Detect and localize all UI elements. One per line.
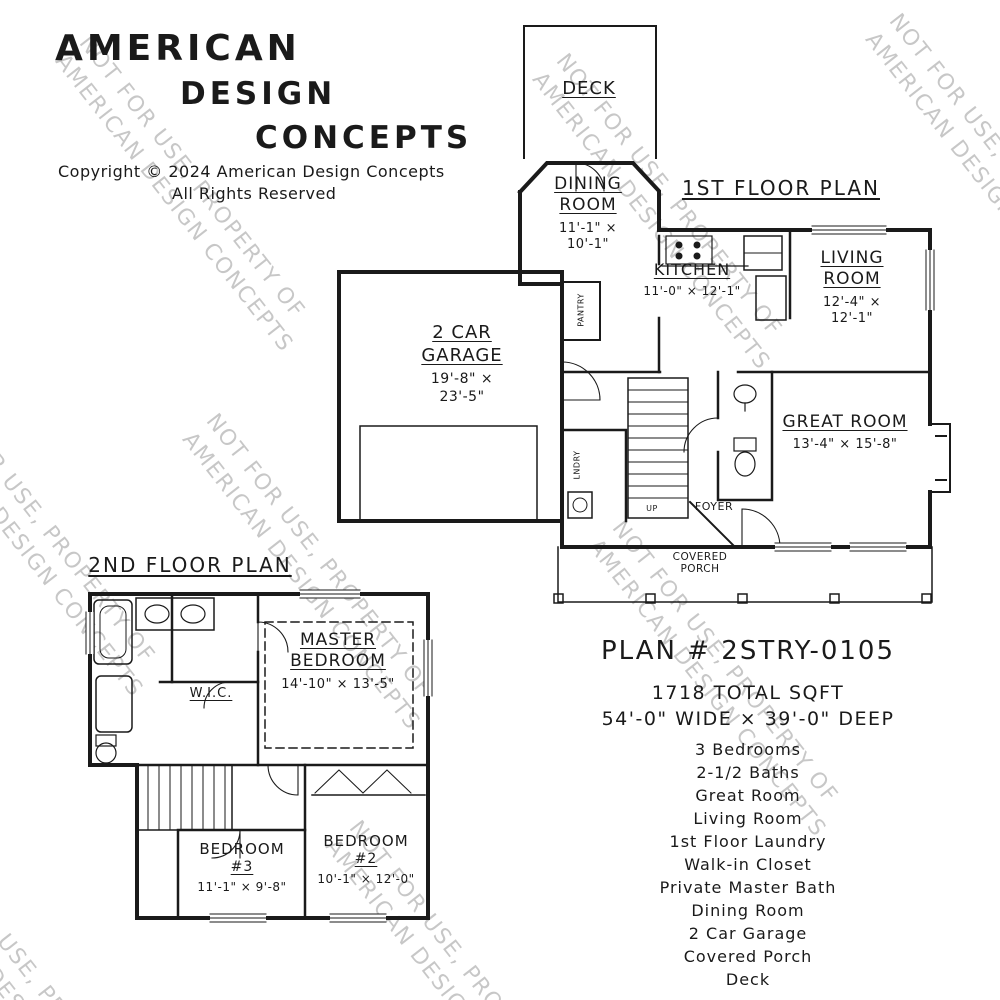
room-label-deck: DECK — [562, 78, 616, 99]
room-label-master: MASTER BEDROOM 14'-10" × 13'-5" — [281, 630, 395, 692]
feature-item: Living Room — [693, 809, 803, 828]
room-label-foyer: FOYER — [694, 500, 734, 513]
room-label-dining: DINING ROOM 11'-1" × 10'-1" — [554, 174, 622, 252]
room-label-porch: COVERED PORCH — [672, 551, 728, 575]
feature-item: Deck — [725, 970, 771, 989]
logo-line-design: DESIGN — [180, 76, 337, 112]
logo-line-american: AMERICAN — [55, 28, 301, 69]
first-floor-title: 1ST FLOOR PLAN — [682, 176, 880, 200]
logo-line-concepts: CONCEPTS — [255, 120, 473, 156]
feature-item: 1st Floor Laundry — [669, 832, 827, 851]
features-list: 3 Bedrooms 2-1/2 Baths Great Room Living… — [558, 738, 938, 991]
rights-line: All Rights Reserved — [172, 184, 337, 203]
room-label-wic: W.I.C. — [189, 686, 233, 701]
plan-number: PLAN # 2STRY-0105 — [601, 636, 895, 666]
room-label-pantry: PANTRY — [576, 293, 586, 327]
copyright-line: Copyright © 2024 American Design Concept… — [58, 162, 445, 181]
room-label-bedroom3: BEDROOM #3 11'-1" × 9'-8" — [197, 840, 287, 895]
overall-dimensions: 54'-0" WIDE × 39'-0" DEEP — [601, 708, 895, 730]
feature-item: Dining Room — [691, 901, 805, 920]
feature-item: 2 Car Garage — [688, 924, 808, 943]
stairs-up-label: UP — [646, 504, 658, 513]
room-label-bedroom2: BEDROOM #2 10'-1" × 12'-0" — [317, 832, 415, 887]
feature-item: Private Master Bath — [659, 878, 837, 897]
second-floor-title: 2ND FLOOR PLAN — [88, 553, 292, 577]
feature-item: 2-1/2 Baths — [696, 763, 800, 782]
feature-item: 3 Bedrooms — [695, 740, 801, 759]
room-label-kitchen: KITCHEN 11'-0" × 12'-1" — [643, 260, 741, 298]
feature-item: Great Room — [695, 786, 801, 805]
feature-item: Covered Porch — [683, 947, 813, 966]
feature-item: Walk-in Closet — [684, 855, 812, 874]
room-label-garage: 2 CAR GARAGE 19'-8" × 23'-5" — [421, 322, 503, 405]
room-label-living: LIVING ROOM 12'-4" × 12'-1" — [820, 248, 884, 326]
total-sqft: 1718 TOTAL SQFT — [651, 682, 845, 704]
room-label-laundry: LNDRY — [572, 450, 582, 480]
room-label-great: GREAT ROOM 13'-4" × 15'-8" — [782, 412, 908, 453]
plan-summary: PLAN # 2STRY-0105 1718 TOTAL SQFT 54'-0"… — [558, 636, 938, 991]
